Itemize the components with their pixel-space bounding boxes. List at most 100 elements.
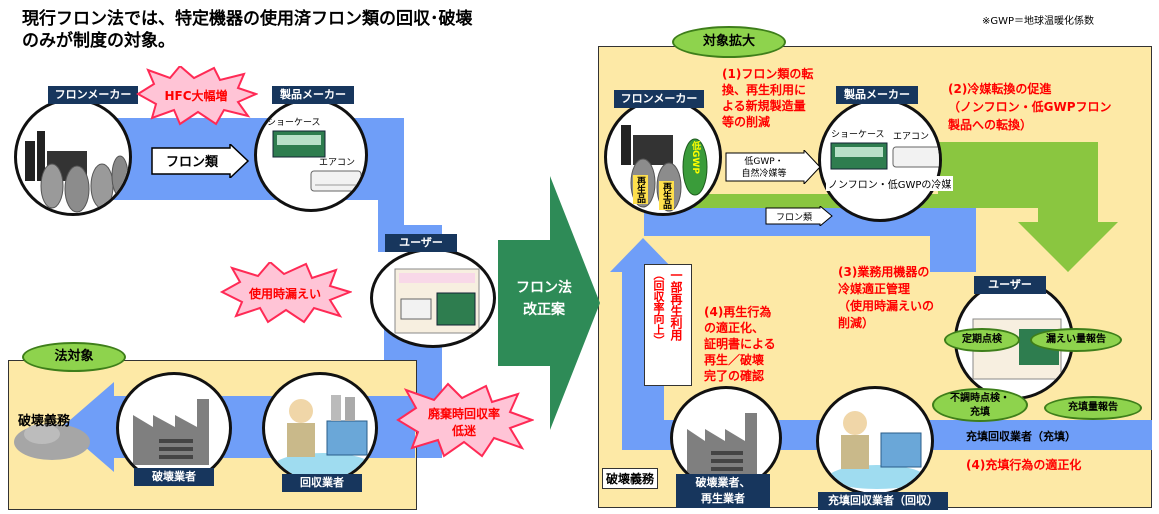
leak-burst: 使用時漏えい [219,262,352,324]
right-freon-type-arrow: フロン類 [765,206,833,226]
right-destroyer-label: 破壊業者、 再生業者 [676,474,770,508]
left-destroyer-label: 破壊業者 [134,468,214,486]
low-gwp-arrow-line2: 自然冷媒等 [741,167,786,179]
recovery-burst-line2: 低迷 [451,423,477,438]
irregular-line2: 充填 [970,407,990,418]
left-user-label: ユーザー [385,234,457,252]
left-freon-maker-circle [14,98,132,216]
filler-recover-label: 充填回収業者（回収） [818,492,948,510]
regular-inspection-ellipse: 定期点検 [944,328,1020,352]
gwp-note: ※GWP＝地球温暖化係数 [982,16,1095,27]
right-destroyer-line1: 破壊業者、 [695,476,751,489]
left-product-maker-label: 製品メーカー [272,86,354,104]
item3-line: 冷媒適正管理 [838,282,911,296]
irregular-ellipse: 不調時点検・ 充填 [932,388,1028,422]
blue-flow-right-bottom [946,420,1152,450]
header-title: 現行フロン法では、特定機器の使用済フロン類の回収･破壊 のみが制度の対象。 [22,8,473,52]
irregular-line1: 不調時点検・ [950,393,1010,404]
hfc-burst-text: HFC大幅増 [164,88,227,103]
factory-with-cylinders-icon [25,131,129,213]
left-blue-arrowhead-over-panel [62,382,114,472]
aircon-icon [892,146,939,168]
left-user-circle [370,248,496,348]
item4a-line: (4)再生行為 [704,305,772,319]
leak-report-ellipse: 漏えい量報告 [1030,328,1122,352]
filler-fill-label: 充填回収業者（充填） [966,430,1076,443]
reform-arrow-line2: 改正案 [523,301,566,318]
leak-burst-text: 使用時漏えい [248,286,321,301]
item3-line: （使用時漏えいの [838,299,935,313]
leak-report-label: 漏えい量報告 [1046,334,1106,345]
left-showcase-label: ショーケース [267,118,321,128]
header-line1: 現行フロン法では、特定機器の使用済フロン類の回収･破壊 [22,9,473,29]
worker-icon [829,411,925,489]
item4a-line: 完了の確認 [704,369,765,383]
recycled-tag-1: 再生品 [633,175,648,204]
scope-expand-ellipse: 対象拡大 [672,26,786,58]
recycle-vertical-main: 一部再生利用 [669,269,683,341]
right-destroyer-circle [670,386,782,490]
left-product-maker-circle: ショーケース エアコン [254,98,368,212]
left-recoverer-circle [262,372,378,484]
recycle-vertical-sub: （回収率向上） [652,269,665,346]
item1-line: 換、再生利用に [722,83,807,97]
reform-arrow: フロン法 改正案 [498,176,600,430]
left-freon-type-arrow: フロン類 [151,144,250,178]
regular-inspection-label: 定期点検 [962,334,1002,345]
hfc-burst: HFC大幅増 [136,66,258,126]
scope-expand-label: 対象拡大 [702,34,755,49]
right-freon-maker-label: フロンメーカー [614,90,704,108]
header-line2: のみが制度の対象。 [22,31,175,51]
showcase-icon [830,142,888,170]
right-destroyer-line2: 再生業者 [701,492,745,505]
left-recoverer-label: 回収業者 [282,474,362,492]
item2-line: （ノンフロン・低GWPフロン [948,100,1112,114]
low-gwp-tank-text: 低GWP [690,141,700,174]
fill-report-label: 充填量報告 [1068,402,1118,413]
right-freon-type-text: フロン類 [776,212,812,223]
gravel-icon [14,424,90,460]
recovery-burst-line1: 廃棄時回収率 [428,406,500,421]
right-destruction-duty: 破壊義務 [602,468,659,489]
item1-line: よる新規製造量 [722,99,806,113]
factory-icon [133,399,209,465]
nonfreon-caption: ノンフロン・低GWPの冷媒 [826,176,954,191]
reform-arrow-line1: フロン法 [516,279,572,296]
item2-text: (2)冷媒転換の促進 （ノンフロン・低GWPフロン 製品への転換） [948,80,1112,134]
item2-line: (2)冷媒転換の促進 [948,82,1052,96]
right-user-label: ユーザー [974,276,1046,294]
item3-text: (3)業務用機器の 冷媒適正管理 （使用時漏えいの 削減） [838,264,934,332]
recycled-tag-2: 再生品 [659,181,674,210]
item4a-line: の適正化、 [704,321,765,335]
law-target-label: 法対象 [54,349,94,364]
item4a-text: (4)再生行為 の適正化、 証明書による 再生／破壊 完了の確認 [704,304,776,384]
right-product-maker-circle: ショーケース エアコン [818,98,942,222]
left-aircon-label: エアコン [319,158,356,168]
item4b-text: (4)充填行為の適正化 [966,458,1082,472]
aircon-icon [310,170,362,192]
left-freon-maker-label: フロンメーカー [48,86,138,104]
left-freon-type-text: フロン類 [166,155,219,170]
left-destruction-duty: 破壊義務 [18,414,71,429]
store-icon [394,268,480,334]
blue-flow-left-bottom-corner [622,420,664,450]
right-aircon-label: エアコン [893,132,930,142]
item3-line: 削減） [838,316,875,330]
item1-line: 等の削減 [722,115,771,129]
item3-line: (3)業務用機器の [838,265,930,279]
item1-line: (1)フロン類の転 [722,67,814,81]
filler-recoverer-circle [816,386,934,496]
right-showcase-label: ショーケース [831,130,885,140]
recycle-vertical-box: 一部再生利用 （回収率向上） [644,264,692,386]
item1-text: (1)フロン類の転 換、再生利用に よる新規製造量 等の削減 [722,66,813,130]
item4a-line: 証明書による [704,337,776,351]
right-freon-maker-circle: 再生品 再生品 低GWP [604,98,722,216]
blue-flow-mid [644,208,976,272]
low-gwp-arrow: 低GWP・ 自然冷媒等 [725,150,821,184]
item4a-line: 再生／破壊 [704,353,765,367]
item2-line: 製品への転換） [948,118,1033,132]
worker-icon [275,395,371,477]
left-destroyer-circle [116,372,232,484]
low-gwp-arrow-line1: 低GWP・ [744,155,783,167]
factory-icon [687,413,757,475]
